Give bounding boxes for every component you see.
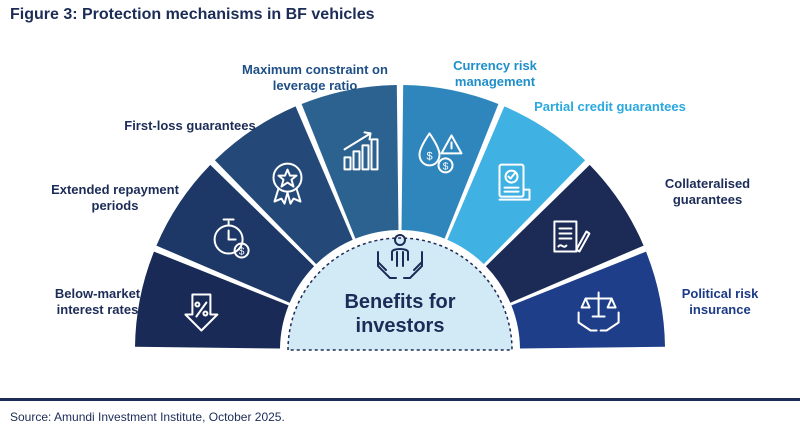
figure-title: Figure 3: Protection mechanisms in BF ve… xyxy=(10,6,375,23)
currency-warning-icon: $$ xyxy=(418,132,463,174)
person-hands-icon xyxy=(377,234,423,279)
scales-hands-icon xyxy=(577,291,620,332)
segment-2 xyxy=(156,164,315,303)
svg-text:$: $ xyxy=(426,150,432,162)
center-label: Benefits for investors xyxy=(344,291,456,337)
segment-label-1: Below-market interest rates xyxy=(54,286,141,317)
signed-document-icon xyxy=(553,220,591,253)
segment-label-3: First-loss guarantees xyxy=(124,118,256,133)
segment-label-5: Currency risk management xyxy=(453,58,537,89)
segment-5 xyxy=(401,85,499,239)
svg-text:$: $ xyxy=(239,247,245,258)
segment-label-4: Maximum constraint on leverage ratio xyxy=(242,62,388,93)
rising-bars-icon xyxy=(343,131,379,171)
segment-label-6: Partial credit guarantees xyxy=(534,99,686,114)
percent-arrow-icon xyxy=(184,293,219,332)
segment-8 xyxy=(511,251,665,349)
protection-mechanisms-diagram: $$$ xyxy=(135,85,665,351)
segment-label-8: Political risk insurance xyxy=(681,286,759,317)
segment-6 xyxy=(447,106,586,265)
certificate-icon xyxy=(498,163,531,201)
award-badge-icon xyxy=(272,162,303,205)
segment-1 xyxy=(135,251,289,349)
segment-label-7: Collateralised guarantees xyxy=(664,176,751,207)
segment-label-2: Extended repayment periods xyxy=(51,182,179,213)
stopwatch-dollar-icon: $ xyxy=(213,218,250,259)
source-note: Source: Amundi Investment Institute, Oct… xyxy=(10,410,285,424)
bottom-rule xyxy=(0,398,800,401)
svg-text:$: $ xyxy=(443,161,449,172)
